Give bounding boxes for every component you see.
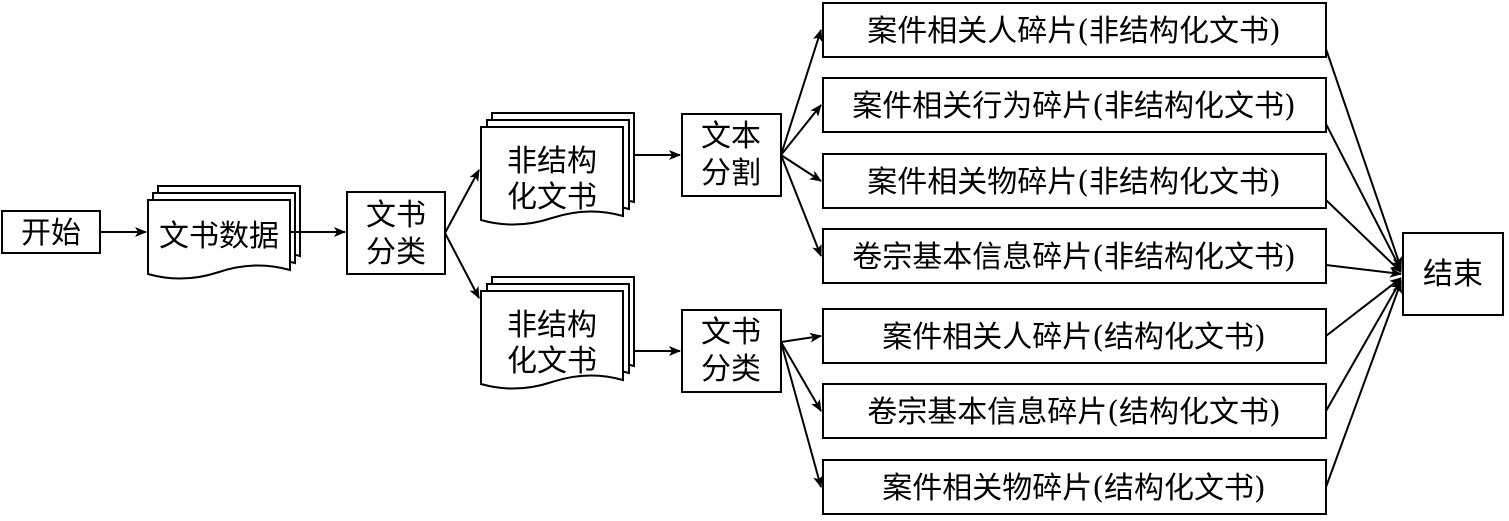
arrow-classify2-to-fragment-bottom-2: [780, 341, 822, 412]
classify-label-line2: 分类: [366, 235, 426, 270]
end-label: 结束: [1423, 257, 1483, 292]
unstructured-top-label-line1: 非结构: [507, 144, 597, 179]
start-label: 开始: [21, 216, 81, 251]
fragment-bottom-2-label: 卷宗基本信息碎片(结构化文书): [867, 395, 1280, 430]
classify-label-line1: 文书: [366, 198, 426, 233]
fragment-top-4: 卷宗基本信息碎片(非结构化文书): [822, 228, 1327, 284]
arrow-classify2-to-fragment-bottom-1: [780, 332, 822, 343]
segment-label-line2: 分割: [701, 156, 761, 191]
arrow-segment-to-fragment-top-2: [780, 104, 822, 156]
segment-label-line1: 文本: [701, 119, 761, 154]
arrow-classify2-to-fragment-bottom-3: [780, 341, 823, 488]
arrow-fragment-bottom-1-to-end: [1325, 277, 1402, 337]
fragment-top-1: 案件相关人碎片(非结构化文书): [822, 2, 1327, 58]
unstructured-top-label-line2: 化文书: [507, 180, 597, 215]
text-segment-node: 文本 分割: [681, 113, 782, 197]
fragment-top-2: 案件相关行为碎片(非结构化文书): [822, 77, 1327, 133]
arrow-classify-to-unstructured-bottom: [444, 232, 480, 299]
arrow-fragment-top-1-to-end: [1325, 48, 1403, 269]
arrow-fragment-bottom-3-to-end: [1325, 281, 1402, 488]
arrow-segment-to-fragment-top-3: [780, 154, 822, 182]
arrow-fragment-top-2-to-end: [1325, 123, 1402, 271]
fragment-top-4-label: 卷宗基本信息碎片(非结构化文书): [852, 240, 1295, 275]
unstructured-bottom-label-line2: 化文书: [507, 344, 597, 379]
fragment-top-3: 案件相关物碎片(非结构化文书): [822, 153, 1327, 209]
unstructured-docs-bottom-node: 非结构 化文书: [480, 276, 635, 390]
fragment-bottom-1-label: 案件相关人碎片(结构化文书): [882, 320, 1265, 355]
unstructured-docs-top-node: 非结构 化文书: [480, 112, 635, 226]
arrow-segment-to-fragment-top-1: [780, 29, 823, 156]
arrow-fragment-top-3-to-end: [1325, 199, 1402, 273]
arrow-fragment-top-4-to-end: [1325, 264, 1402, 278]
document-data-node: 文书数据: [147, 185, 301, 280]
start-node: 开始: [1, 210, 101, 254]
classify2-label-line1: 文书: [701, 315, 761, 350]
arrow-classify-to-unstructured-top: [444, 169, 480, 234]
fragment-bottom-2: 卷宗基本信息碎片(结构化文书): [822, 383, 1327, 439]
end-node: 结束: [1402, 232, 1504, 316]
classify-node: 文书 分类: [346, 191, 446, 275]
fragment-top-3-label: 案件相关物碎片(非结构化文书): [867, 165, 1280, 200]
unstructured-bottom-label-line1: 非结构: [507, 308, 597, 343]
fragment-bottom-3: 案件相关物碎片(结构化文书): [822, 459, 1327, 515]
document-data-label: 文书数据: [159, 219, 279, 254]
classify2-label-line2: 分类: [701, 352, 761, 387]
fragment-bottom-1: 案件相关人碎片(结构化文书): [822, 308, 1327, 364]
fragment-bottom-3-label: 案件相关物碎片(结构化文书): [882, 471, 1265, 506]
arrow-segment-to-fragment-top-4: [780, 154, 822, 257]
classify-node-2: 文书 分类: [681, 309, 782, 393]
arrow-fragment-bottom-2-to-end: [1325, 279, 1402, 412]
fragment-top-1-label: 案件相关人碎片(非结构化文书): [867, 14, 1280, 49]
fragment-top-2-label: 案件相关行为碎片(非结构化文书): [852, 89, 1295, 124]
